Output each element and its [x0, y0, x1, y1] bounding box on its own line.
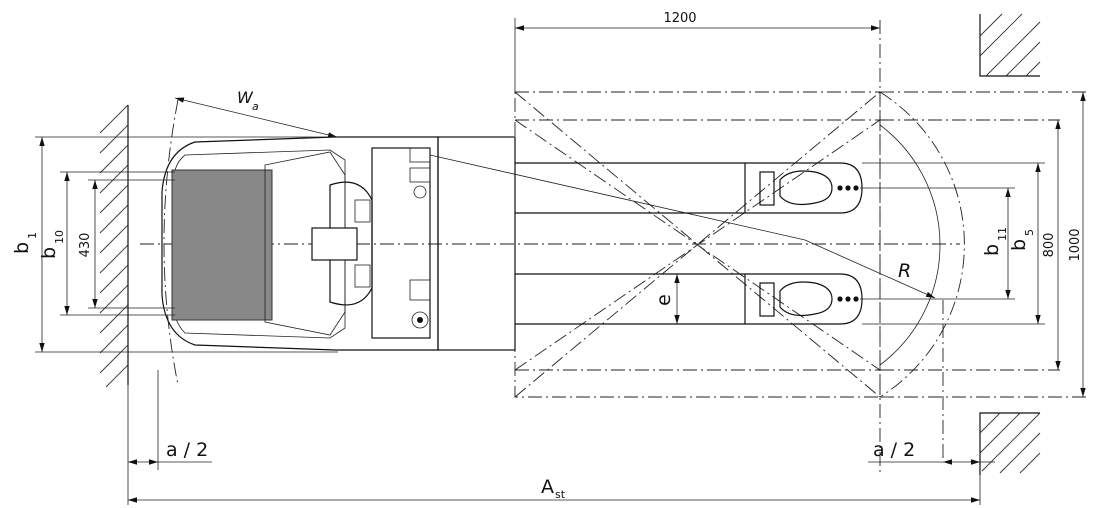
tiller-head: [311, 227, 358, 261]
right-lower-wall: [979, 412, 1041, 475]
bottom-dimensions: [127, 370, 995, 505]
label-430: 430: [78, 233, 93, 258]
label-ast: A st: [541, 476, 566, 501]
svg-text:5: 5: [1023, 229, 1036, 236]
label-1200: 1200: [663, 11, 696, 26]
svg-text:st: st: [555, 488, 566, 501]
svg-text:A: A: [541, 476, 554, 498]
turning-radius-arcs: [879, 20, 965, 475]
left-dimensions: [35, 136, 338, 353]
label-a2-left: a / 2: [166, 439, 208, 461]
label-r: R: [898, 260, 911, 282]
label-b1: b 1: [11, 232, 39, 254]
svg-text:b: b: [981, 244, 1003, 256]
pallet-outline: [514, 91, 1090, 398]
svg-text:a: a: [252, 100, 259, 113]
platform-grid: [171, 169, 273, 321]
label-a2-right: a / 2: [873, 439, 915, 461]
svg-text:10: 10: [53, 230, 66, 244]
label-e: e: [653, 294, 675, 306]
right-upper-wall: [979, 13, 1041, 77]
label-wa: W a: [237, 88, 259, 113]
truck-body: [161, 136, 439, 351]
wa-dimension: [174, 97, 338, 138]
svg-text:1: 1: [26, 232, 39, 239]
label-b5: b 5: [1008, 229, 1036, 251]
forks: [437, 136, 863, 351]
svg-text:b: b: [11, 242, 33, 254]
label-b11: b 11: [981, 227, 1009, 256]
svg-text:W: W: [237, 88, 254, 107]
label-b10: b 10: [38, 230, 66, 259]
label-1000: 1000: [1068, 228, 1083, 261]
svg-text:b: b: [38, 247, 60, 259]
right-dimensions: [860, 92, 1086, 397]
svg-text:b: b: [1008, 239, 1030, 251]
label-800: 800: [1042, 233, 1057, 258]
left-wall: [99, 104, 129, 388]
svg-text:11: 11: [996, 227, 1009, 241]
dim-1200: [514, 18, 880, 92]
